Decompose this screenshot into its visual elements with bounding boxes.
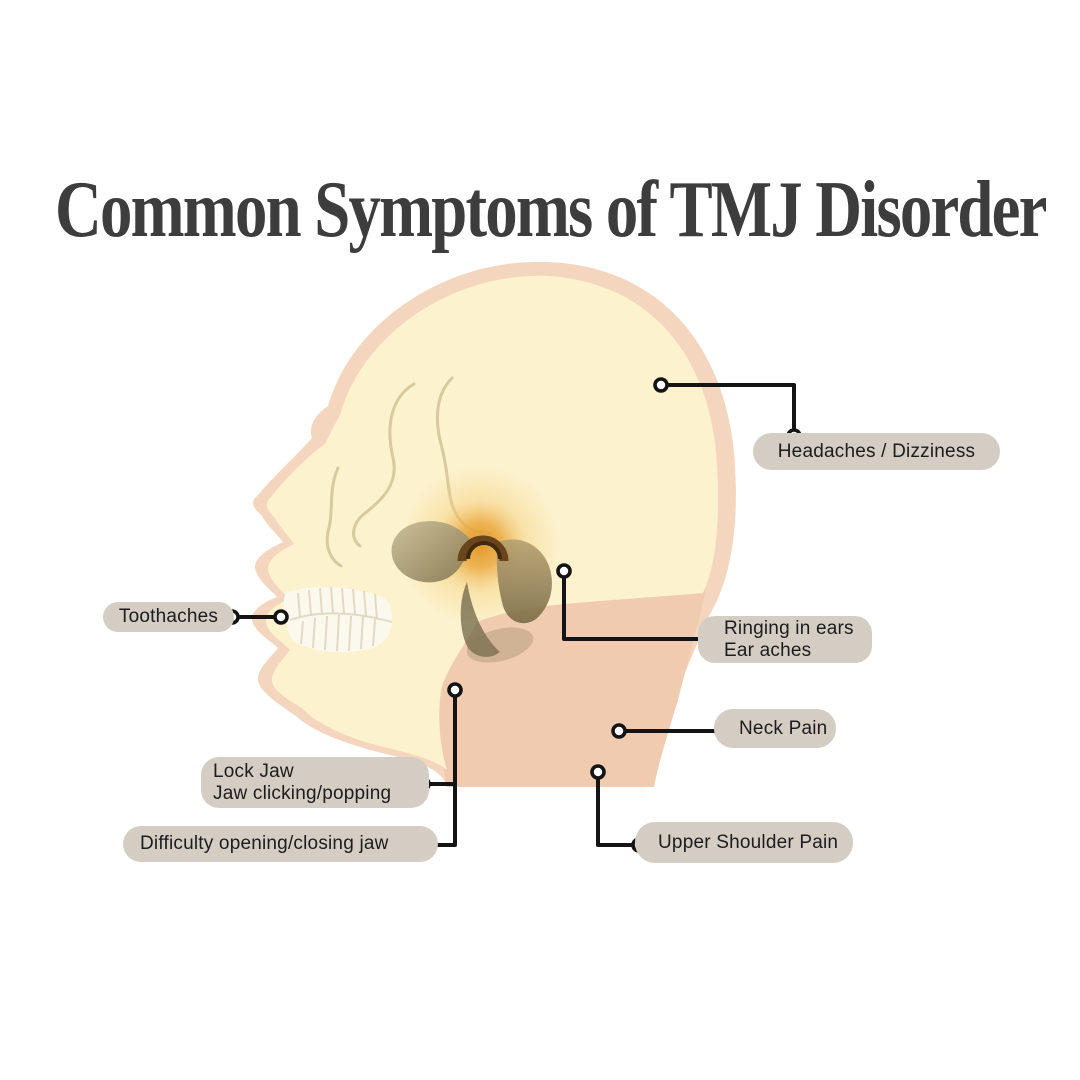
label-neck-pain-text: Neck Pain bbox=[739, 717, 828, 739]
tmj-joint bbox=[391, 465, 560, 663]
suture-line-temple bbox=[352, 382, 416, 548]
ramus-shadow bbox=[460, 582, 500, 657]
label-lockjaw-line1: Lock Jaw bbox=[213, 760, 294, 782]
label-toothaches-text: Toothaches bbox=[118, 606, 219, 627]
label-difficulty-text: Difficulty opening/closing jaw bbox=[140, 833, 389, 854]
condyle-ring bbox=[457, 535, 509, 562]
tooth-sep bbox=[330, 586, 334, 614]
suture-line-brow bbox=[325, 466, 343, 568]
label-neck-pain: Neck Pain bbox=[714, 709, 836, 748]
tooth-sep bbox=[341, 587, 345, 614]
tooth-sep bbox=[360, 616, 364, 650]
toothaches-connector bbox=[224, 609, 289, 625]
label-headaches: Headaches / Dizziness bbox=[753, 433, 1000, 470]
tooth-sep bbox=[336, 614, 340, 652]
label-lockjaw: Lock Jaw Jaw clicking/popping bbox=[201, 757, 429, 808]
tooth-sep bbox=[372, 618, 376, 647]
label-shoulder-pain-text: Upper Shoulder Pain bbox=[658, 831, 839, 853]
label-ringing-line2: Ear aches bbox=[724, 639, 812, 661]
tooth-sep bbox=[324, 615, 328, 651]
label-ringing: Ringing in ears Ear aches bbox=[698, 616, 872, 663]
tooth-sep bbox=[300, 620, 304, 645]
tooth-sep bbox=[297, 592, 301, 618]
tooth-sep bbox=[312, 617, 316, 649]
headaches-anchor-dot bbox=[653, 377, 669, 393]
page-title: Common Symptoms of TMJ Disorder bbox=[0, 164, 1080, 254]
tooth-sep bbox=[308, 589, 312, 616]
toothaches-anchor-dot bbox=[273, 609, 289, 625]
ringing-anchor-dot bbox=[556, 563, 572, 579]
tooth-sep bbox=[363, 590, 367, 617]
tooth-sep bbox=[352, 588, 356, 615]
posterior-bone bbox=[496, 539, 552, 624]
neck-anchor-dot bbox=[611, 723, 627, 739]
page-title-text: Common Symptoms of TMJ Disorder bbox=[55, 164, 1047, 254]
zygomatic-arch bbox=[391, 521, 471, 583]
tooth-sep bbox=[319, 587, 323, 615]
label-lockjaw-line2: Jaw clicking/popping bbox=[213, 782, 392, 804]
teeth bbox=[283, 586, 393, 653]
jaw-anchor-dot bbox=[447, 682, 463, 698]
condyle-ring-inner bbox=[466, 541, 502, 560]
label-headaches-text: Headaches / Dizziness bbox=[777, 440, 976, 462]
label-ringing-line1: Ringing in ears bbox=[724, 617, 854, 639]
tooth-sep bbox=[374, 593, 378, 620]
head-illustration bbox=[251, 261, 736, 788]
shoulder-anchor-dot bbox=[590, 764, 606, 780]
label-toothaches: Toothaches bbox=[103, 602, 234, 632]
under-joint-shadow bbox=[466, 627, 534, 663]
tooth-sep bbox=[348, 615, 352, 652]
teeth-midline bbox=[289, 612, 393, 623]
label-shoulder-pain: Upper Shoulder Pain bbox=[635, 822, 853, 863]
label-difficulty: Difficulty opening/closing jaw bbox=[123, 826, 438, 862]
